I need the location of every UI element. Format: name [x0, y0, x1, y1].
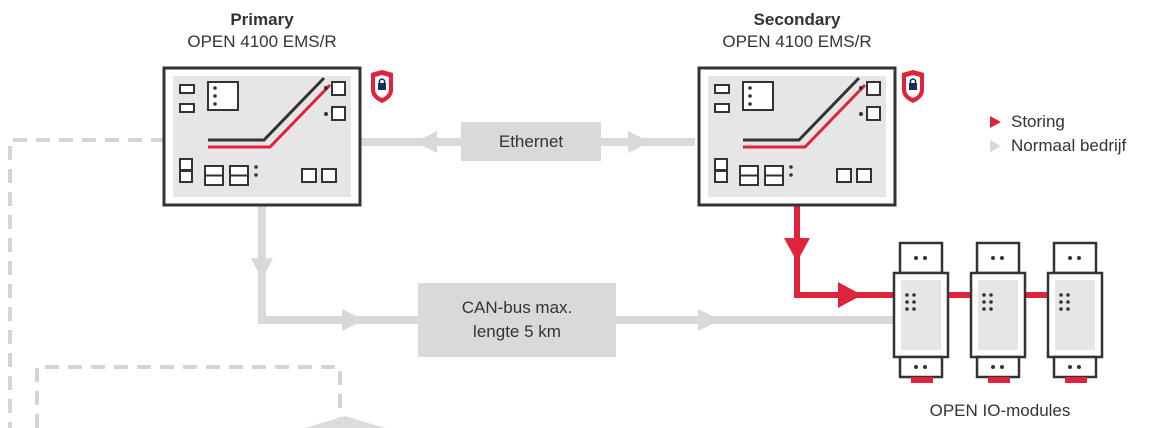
secondary-model: OPEN 4100 EMS/R	[722, 32, 872, 51]
io-module-3	[1046, 241, 1104, 383]
canbus-label-line2: lengte 5 km	[473, 322, 561, 341]
ethernet-box	[461, 122, 601, 161]
dashed-outline-outer	[8, 138, 165, 428]
secondary-controller	[697, 66, 897, 207]
io-module-2	[969, 241, 1027, 383]
legend: Storing Normaal bedrijf	[990, 110, 1126, 158]
fault-path	[784, 205, 1050, 308]
canbus-box	[418, 283, 616, 357]
partial-device-top	[305, 416, 385, 428]
primary-model: OPEN 4100 EMS/R	[187, 32, 337, 51]
dashed-outline-inner	[35, 365, 342, 428]
ethernet-label: Ethernet	[498, 131, 564, 151]
legend-fault-label: Storing	[1011, 112, 1065, 131]
primary-label: Primary OPEN 4100 EMS/R	[164, 9, 360, 53]
canbus-label-line1: CAN-bus max.	[461, 298, 573, 317]
primary-controller	[162, 66, 362, 207]
primary-shield-icon	[371, 70, 393, 103]
io-modules-label: OPEN IO-modules	[929, 401, 1071, 420]
legend-item-normal: Normaal bedrijf	[990, 134, 1126, 158]
legend-normal-label: Normaal bedrijf	[1011, 136, 1127, 155]
canbus-link	[251, 205, 900, 331]
secondary-label: Secondary OPEN 4100 EMS/R	[699, 9, 895, 53]
primary-title: Primary	[230, 10, 294, 29]
canbus-label: CAN-bus max. lengte 5 km	[418, 283, 616, 357]
legend-item-fault: Storing	[990, 110, 1126, 134]
grey-triangle-icon	[990, 140, 1001, 152]
secondary-shield-icon	[902, 70, 924, 103]
secondary-title: Secondary	[753, 10, 841, 29]
io-module-1	[892, 241, 950, 383]
red-triangle-icon	[990, 116, 1001, 128]
